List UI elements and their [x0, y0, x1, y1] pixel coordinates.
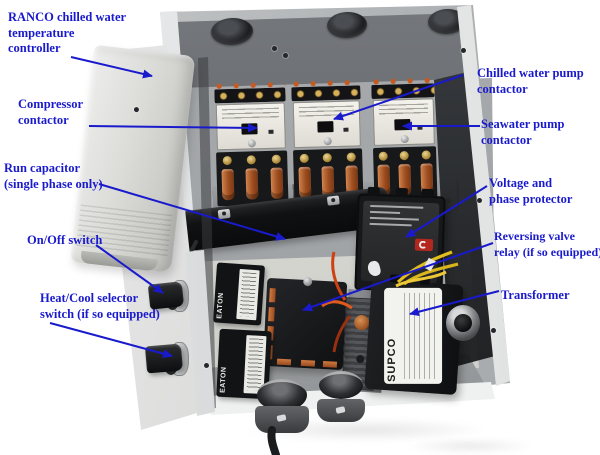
transformer-brand-text: SUPCO [386, 337, 399, 382]
contactor-mark [343, 127, 349, 132]
screw [461, 48, 466, 53]
switch-brand-text: EATON [216, 292, 226, 319]
transformer-terminal [419, 276, 431, 285]
protector-terminal [395, 187, 408, 198]
annotation-line: On/Off switch [27, 233, 103, 247]
relay-contact [276, 358, 292, 366]
heat-cool-selector-switch [144, 343, 184, 374]
annotation-line: switch (if so equipped) [40, 306, 160, 321]
controller-vents [76, 204, 173, 257]
switch-brand-text: EATON [219, 366, 228, 394]
drop-shadow [405, 438, 535, 454]
annotation-on-off-switch: On/Off switch [27, 233, 102, 249]
capacitor-terminal [217, 208, 231, 220]
screw [247, 139, 256, 148]
cable-gland [446, 305, 480, 341]
contactor-pole [267, 154, 285, 202]
annotation-reversing-valve-relay: Reversing valve relay (if so equipped) [494, 229, 600, 260]
copper-winding [353, 314, 370, 331]
relay-contact [268, 307, 275, 322]
label-text-line [369, 222, 412, 227]
annotation-line: contactor [18, 112, 69, 127]
annotation-ranco-controller: RANCO chilled water temperature controll… [8, 10, 126, 57]
annotation-run-capacitor: Run capacitor (single phase only) [4, 161, 103, 192]
annotation-voltage-phase-protector: Voltage and phase protector [489, 176, 572, 207]
contactor-window [240, 123, 258, 135]
contactor-pole [243, 155, 261, 203]
annotation-line: contactor [481, 132, 532, 147]
relay-contact [300, 359, 316, 367]
screw [302, 276, 313, 287]
relay-contact [269, 288, 276, 303]
screw [400, 135, 409, 144]
screw [272, 46, 277, 51]
red-badge [414, 238, 434, 252]
reversing-valve-relay [262, 276, 348, 371]
logo-mark [366, 259, 382, 278]
cable-gland-nut [317, 399, 365, 422]
annotation-line: RANCO chilled water [8, 10, 127, 24]
protector-terminal [421, 188, 434, 199]
annotation-line: Seawater pump [481, 117, 565, 131]
contactor-face [372, 98, 435, 146]
annotation-line: Compressor [18, 97, 84, 111]
protector-terminal [367, 186, 380, 197]
capacitor-terminal [326, 195, 340, 206]
contactor-mark [268, 129, 274, 134]
transformer-label: SUPCO [384, 287, 443, 384]
bolt [356, 354, 365, 364]
annotation-line: Heat/Cool selector [40, 291, 139, 305]
contactor-top-terminals [214, 87, 286, 104]
screw [133, 106, 140, 113]
annotation-line: relay (if so equipped) [494, 244, 600, 259]
contactor-face [215, 102, 286, 151]
annotation-line: Reversing valve [494, 229, 575, 243]
annotation-line: controller [8, 41, 61, 55]
contactor-window [393, 118, 411, 131]
screw [477, 198, 482, 203]
screw [283, 53, 288, 58]
relay-contact [322, 360, 338, 368]
contactor-pole [219, 156, 237, 204]
annotation-line: (single phase only) [4, 176, 103, 191]
annotation-heat-cool-switch: Heat/Cool selector switch (if so equippe… [40, 291, 160, 322]
screw [204, 363, 209, 368]
transformer-terminal [389, 274, 401, 283]
annotation-chilled-water-pump-contactor: Chilled water pump contactor [477, 66, 584, 97]
switch-label [236, 268, 260, 321]
annotation-line: Run capacitor [4, 161, 81, 175]
protector-label [360, 200, 440, 284]
annotation-line: phase protector [489, 191, 573, 206]
contactor-bottom-terminals [216, 150, 289, 207]
annotation-line: Voltage and [489, 176, 553, 190]
screw [323, 137, 332, 146]
annotation-line: Chilled water pump [477, 66, 584, 80]
switch-body: EATON [212, 262, 266, 326]
contactor-top-terminals [291, 85, 361, 102]
drop-shadow [240, 418, 490, 442]
annotation-seawater-pump-contactor: Seawater pump contactor [481, 117, 564, 148]
transformer: SUPCO [364, 274, 464, 396]
annotation-line: temperature [8, 25, 75, 40]
label-fine-print [404, 292, 439, 379]
cable-gland [319, 371, 363, 399]
contactor-face [292, 100, 361, 149]
screw [491, 328, 496, 333]
contactor-mark [417, 125, 423, 130]
annotation-transformer: Transformer [501, 288, 570, 304]
cable-gland-nut [255, 406, 309, 433]
annotation-line: contactor [477, 81, 528, 96]
contactor-top-terminals [371, 83, 435, 100]
compressor-contactor [214, 81, 289, 217]
annotation-line: Transformer [501, 288, 570, 302]
label-text-line [369, 216, 419, 221]
label-text-line [370, 210, 401, 214]
annotation-compressor-contactor: Compressor contactor [18, 97, 83, 128]
contactor-window [316, 121, 334, 133]
label-text-line [370, 204, 424, 209]
